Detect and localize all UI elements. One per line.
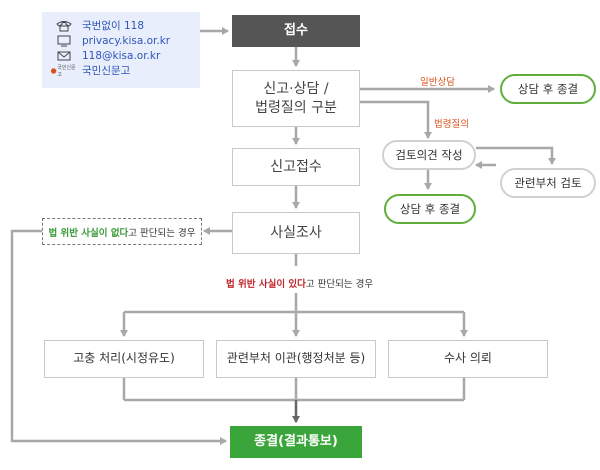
node-review-opinion: 검토의견 작성 xyxy=(382,140,476,170)
label-violation-strong: 법 위반 사실이 있다 xyxy=(226,279,306,290)
contact-email-row: 118@kisa.or.kr xyxy=(50,48,192,63)
monitor-icon xyxy=(50,35,78,47)
contact-gov[interactable]: 국민신문고 xyxy=(82,65,131,77)
label-violation-rest: 고 판단되는 경우 xyxy=(305,279,374,290)
node-receipt-label: 접수 xyxy=(284,22,308,38)
node-end-consult-top-label: 상담 후 종결 xyxy=(517,82,579,96)
contact-web-row: privacy.kisa.or.kr xyxy=(50,33,192,48)
node-action-investigation: 수사 의뢰 xyxy=(388,340,548,378)
node-review-opinion-label: 검토의견 작성 xyxy=(395,148,463,162)
contact-phone-row: 국번없이 118 xyxy=(50,18,192,33)
contact-phone: 국번없이 118 xyxy=(82,20,145,32)
node-action-complaint-label: 고충 처리(시정유도) xyxy=(73,351,175,366)
node-action-transfer-label: 관련부처 이관(행정처분 등) xyxy=(226,351,366,366)
arrow-no-violation-final xyxy=(10,229,227,445)
node-final-label: 종결(결과통보) xyxy=(254,433,338,449)
node-no-violation-strong: 법 위반 사실이 없다 xyxy=(48,227,129,239)
node-dept-review-label: 관련부처 검토 xyxy=(514,176,582,190)
node-end-consult-mid: 상담 후 종결 xyxy=(384,194,476,224)
node-final: 종결(결과통보) xyxy=(230,426,362,458)
node-action-complaint: 고충 처리(시정유도) xyxy=(44,340,204,378)
node-report-receipt-label: 신고접수 xyxy=(270,158,322,175)
node-receipt: 접수 xyxy=(232,15,360,47)
node-report-receipt: 신고접수 xyxy=(232,148,360,186)
node-end-consult-mid-label: 상담 후 종결 xyxy=(399,202,461,216)
node-classify: 신고·상담 / 법령질의 구분 xyxy=(232,70,360,127)
contact-email[interactable]: 118@kisa.or.kr xyxy=(82,49,161,62)
gov-logo-text: 국민신문고 xyxy=(57,64,76,78)
node-no-violation-rest: 고 판단되는 경우 xyxy=(128,227,196,239)
node-action-investigation-label: 수사 의뢰 xyxy=(444,351,492,366)
label-violation: 법 위반 사실이 있다고 판단되는 경우 xyxy=(226,276,373,290)
node-end-consult-top: 상담 후 종결 xyxy=(500,74,596,104)
arrow-legal-inquiry xyxy=(358,100,432,139)
node-classify-line2: 법령질의 구분 xyxy=(255,99,337,116)
phone-icon xyxy=(50,20,78,32)
label-legal-inquiry: 법령질의 xyxy=(434,119,469,130)
node-dept-review: 관련부처 검토 xyxy=(500,168,596,198)
arrow-review-dept xyxy=(476,146,556,165)
node-classify-line1: 신고·상담 / xyxy=(263,81,329,98)
label-general-consult: 일반상담 xyxy=(420,77,455,88)
node-fact-check-label: 사실조사 xyxy=(270,224,322,241)
gov-logo-icon: 국민신문고 xyxy=(50,64,78,78)
envelope-icon xyxy=(50,50,78,62)
contact-panel: 국번없이 118 privacy.kisa.or.kr 118@kisa.or.… xyxy=(42,12,200,88)
contact-gov-row: 국민신문고 국민신문고 xyxy=(50,63,192,78)
contact-web[interactable]: privacy.kisa.or.kr xyxy=(82,34,171,47)
node-fact-check: 사실조사 xyxy=(232,212,360,254)
node-action-transfer: 관련부처 이관(행정처분 등) xyxy=(216,340,376,378)
